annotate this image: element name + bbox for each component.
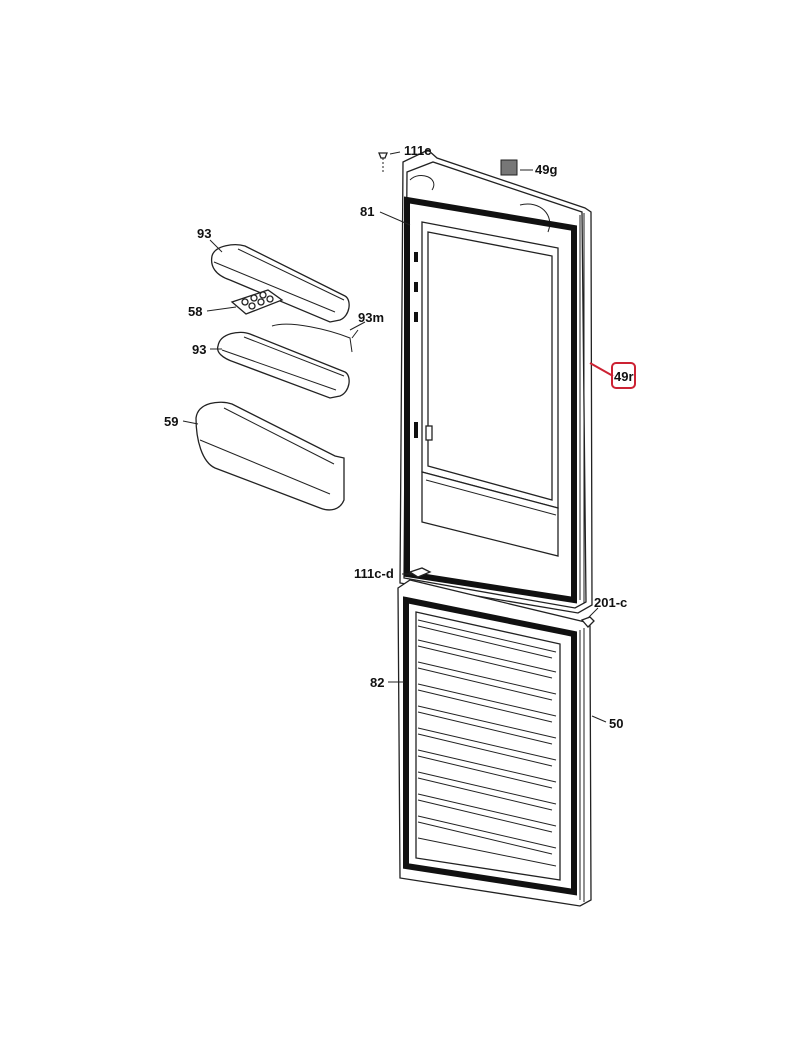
highlight-box-49r bbox=[611, 362, 636, 389]
label-93-lower: 93 bbox=[192, 342, 206, 357]
label-93-upper: 93 bbox=[197, 226, 211, 241]
label-50: 50 bbox=[609, 716, 623, 731]
leader-lines bbox=[182, 151, 614, 723]
part-49g bbox=[500, 159, 518, 176]
label-81: 81 bbox=[360, 204, 374, 219]
egg-tray-58 bbox=[230, 289, 284, 315]
label-49g: 49g bbox=[535, 162, 557, 177]
door-bin-93-lower bbox=[216, 331, 350, 399]
door-bin-59 bbox=[195, 401, 345, 511]
part-111c-d bbox=[408, 567, 432, 578]
label-58: 58 bbox=[188, 304, 202, 319]
hinge-pin-111e bbox=[378, 152, 388, 172]
label-82: 82 bbox=[370, 675, 384, 690]
label-93m: 93m bbox=[358, 310, 384, 325]
part-201-c bbox=[580, 616, 595, 628]
label-201-c: 201-c bbox=[594, 595, 627, 610]
freezer-door-ridges bbox=[417, 619, 557, 867]
label-59: 59 bbox=[164, 414, 178, 429]
door-bin-93-upper bbox=[210, 244, 350, 323]
bin-rail-93m bbox=[271, 323, 359, 353]
label-111c-d: 111c-d bbox=[354, 566, 394, 581]
label-49r: 49r bbox=[614, 369, 634, 384]
upper-door bbox=[399, 149, 593, 614]
label-111e: 111e bbox=[404, 143, 432, 158]
lower-door bbox=[397, 579, 592, 907]
